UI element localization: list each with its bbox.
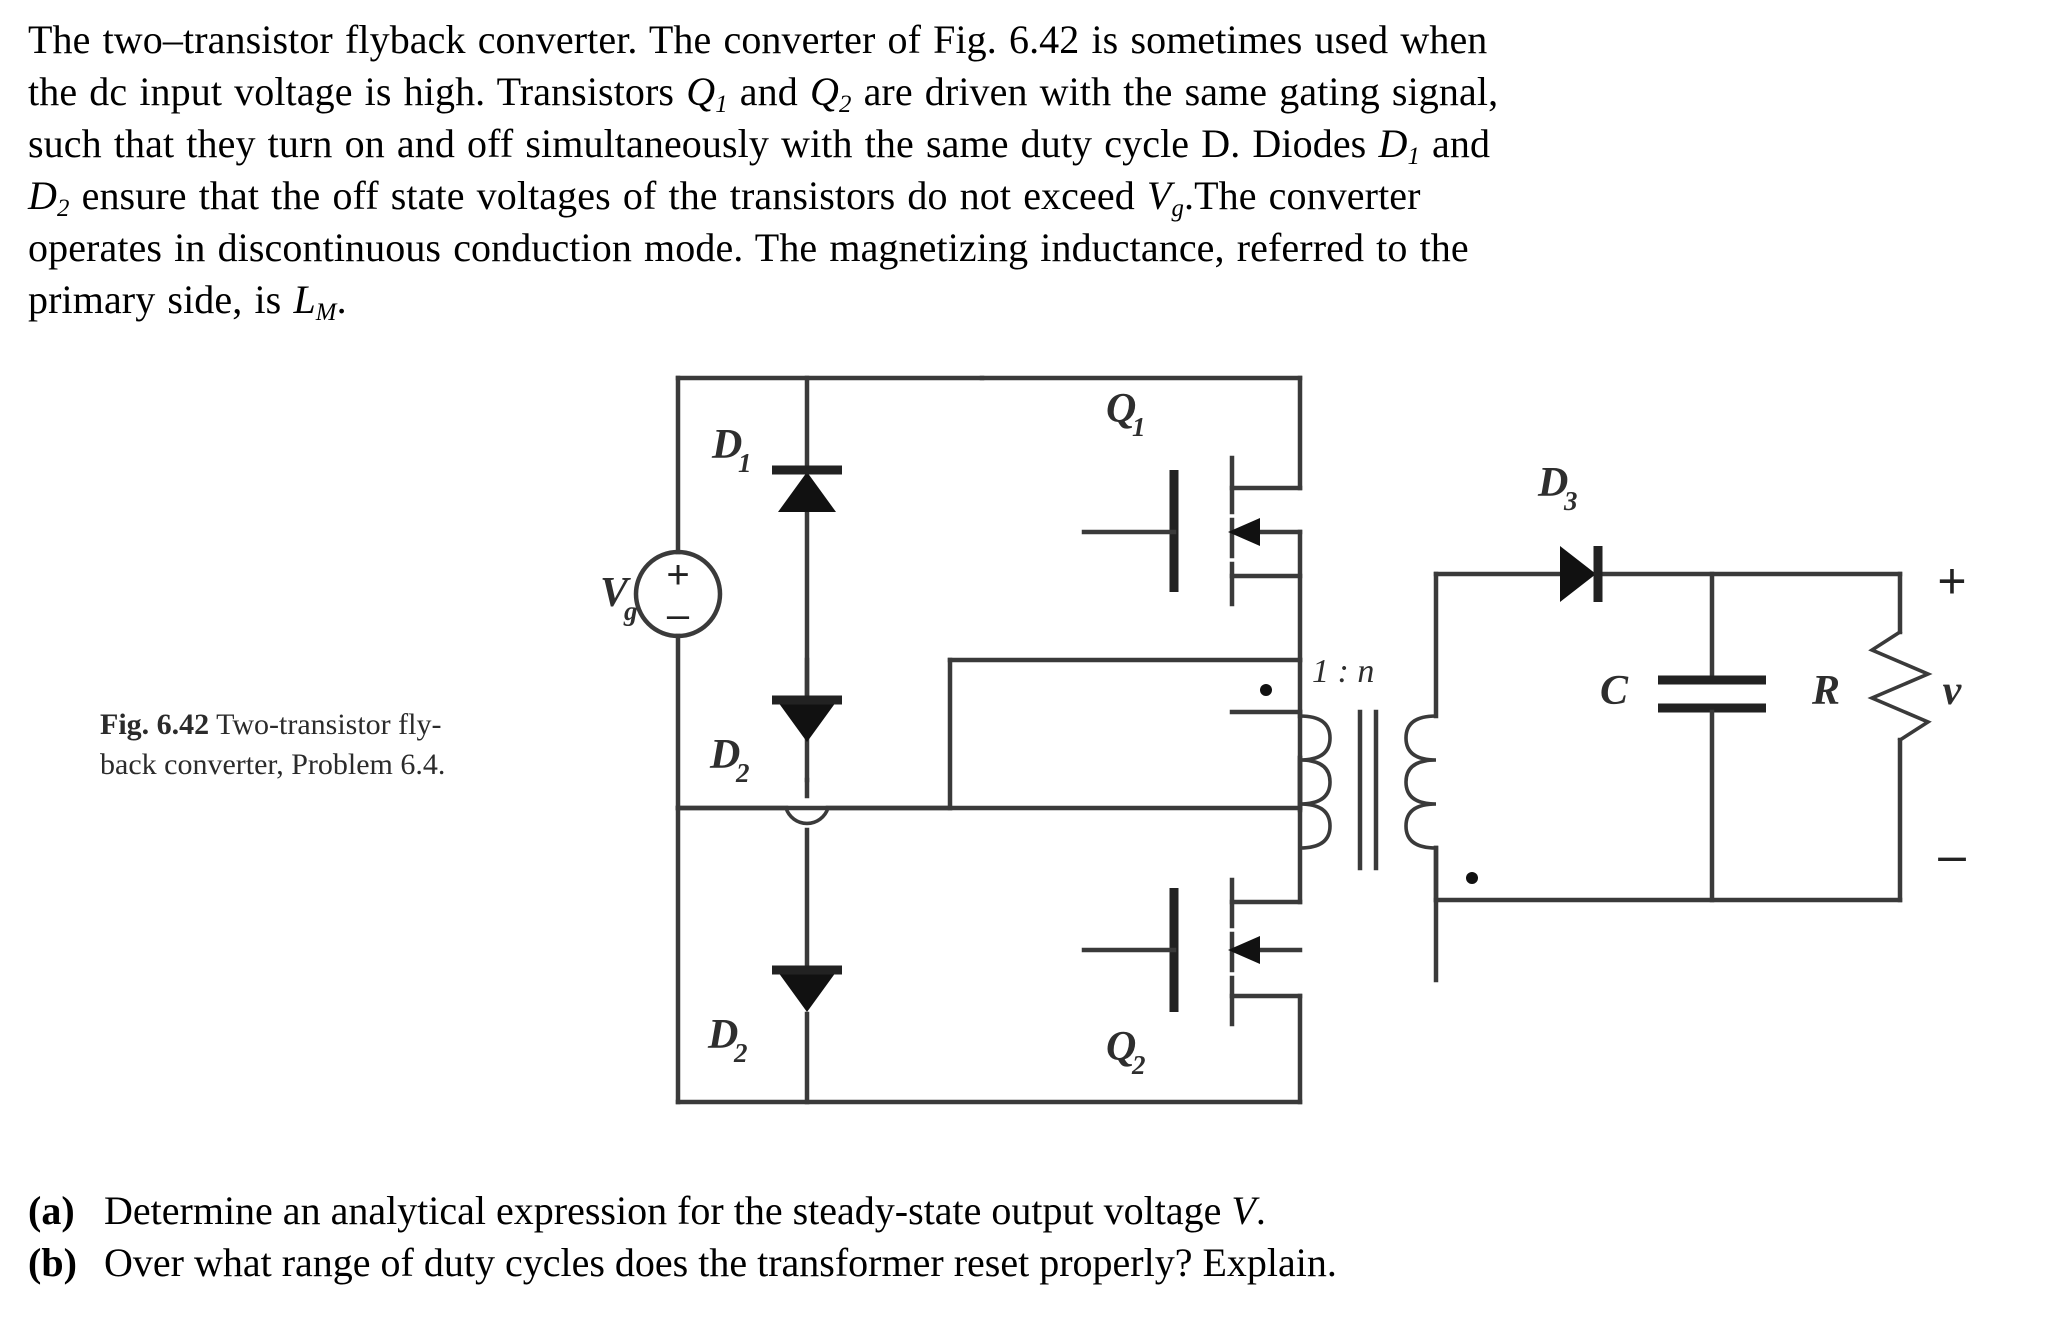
symbol-q2: Q xyxy=(809,69,839,114)
voltage-source-symbol xyxy=(633,549,723,639)
d2-lower-label-sub: 2 xyxy=(733,1038,748,1068)
source-label: V xyxy=(600,570,631,616)
xfmr-secondary-dot-icon xyxy=(1466,872,1478,884)
d2-label: D xyxy=(709,732,740,778)
question-a-text: Determine an analytical expression for t… xyxy=(104,1188,1232,1233)
q1-label-sub: 1 xyxy=(1132,412,1146,442)
symbol-d1: D xyxy=(1378,121,1408,166)
question-a-text-end: . xyxy=(1255,1188,1266,1233)
figure-caption-number: Fig. 6.42 xyxy=(100,708,210,741)
transformer-group: 1 : n xyxy=(1260,571,1478,983)
q2-label: Q xyxy=(1106,1024,1136,1070)
figure-caption-text-line2: back converter, Problem 6.4. xyxy=(100,747,446,781)
symbol-vg: V xyxy=(1146,173,1172,218)
xfmr-primary-coil-icon xyxy=(1298,714,1332,850)
circuit-schematic: .w { stroke:#3a3a3a; stroke-width:4.5; f… xyxy=(600,375,1967,1105)
xfmr-primary-dot-icon xyxy=(1260,684,1272,696)
problem-line-6: primary side, is LM. xyxy=(28,277,347,326)
d3-label: D xyxy=(1537,460,1568,506)
q1-label: Q xyxy=(1106,386,1136,432)
d1-label-sub: 1 xyxy=(738,448,752,478)
d1-label: D xyxy=(711,422,742,468)
symbol-q1-sub: 1 xyxy=(715,90,728,118)
figure-two-transistor-flyback-converter: Fig. 6.42 Two-transistor fly- back conve… xyxy=(0,360,2046,1150)
problem-line-4: D2 ensure that the off state voltages of… xyxy=(28,173,1421,222)
question-b-label: (b) xyxy=(28,1240,77,1285)
turns-ratio-label: 1 : n xyxy=(1312,653,1374,690)
d1-triangle-icon xyxy=(778,472,836,512)
question-b-text: Over what range of duty cycles does the … xyxy=(104,1240,1337,1285)
q1-arrow-icon xyxy=(1228,518,1260,546)
d3-triangle-icon xyxy=(1560,546,1596,602)
question-a: (a) Determine an analytical expression fo… xyxy=(28,1185,2018,1237)
symbol-vg-sub: g xyxy=(1171,194,1184,222)
figure-caption-text-line1: Two-transistor fly- xyxy=(209,708,442,741)
d2-group: D 2 xyxy=(707,827,842,1105)
problem-line-1: The two–transistor flyback converter. Th… xyxy=(28,17,1488,62)
resistor-zigzag-icon xyxy=(1867,629,1933,743)
q2-arrow-icon xyxy=(1228,936,1260,964)
symbol-d1-sub: 1 xyxy=(1407,142,1420,170)
problem-line-3: such that they turn on and off simultane… xyxy=(28,121,1491,170)
q2-group: Q 2 xyxy=(1081,755,1303,1105)
problem-line-2: the dc input voltage is high. Transistor… xyxy=(28,69,1499,118)
source-plus-sign: + xyxy=(666,553,689,597)
questions-list: (a) Determine an analytical expression fo… xyxy=(28,1185,2018,1289)
symbol-q1: Q xyxy=(686,69,716,114)
source-minus-sign: – xyxy=(667,593,690,637)
symbol-d2-sub: 2 xyxy=(57,194,70,222)
d2-triangle-icon xyxy=(778,702,836,742)
problem-line-5: operates in discontinuous conduction mod… xyxy=(28,225,1469,270)
output-plus-sign: + xyxy=(1937,553,1966,609)
symbol-q2-sub: 2 xyxy=(838,90,852,118)
q2-label-sub: 2 xyxy=(1131,1050,1146,1080)
source-label-sub: g xyxy=(623,596,638,626)
symbol-lm: L xyxy=(293,277,316,322)
symbol-lm-sub: M xyxy=(315,298,337,326)
question-a-label: (a) xyxy=(28,1188,75,1233)
capacitor-label: C xyxy=(1600,668,1629,714)
problem-statement: The two–transistor flyback converter. Th… xyxy=(28,14,2008,326)
d2-lower-triangle-icon xyxy=(778,972,836,1012)
resistor-label: R xyxy=(1811,668,1840,714)
d2-label-sub: 2 xyxy=(735,758,750,788)
wire-hop-arc xyxy=(783,805,831,826)
figure-caption: Fig. 6.42 Two-transistor fly- back conve… xyxy=(100,705,570,784)
xfmr-secondary-coil-icon xyxy=(1404,714,1438,850)
question-b: (b) Over what range of duty cycles does t… xyxy=(28,1237,2018,1289)
symbol-d2: D xyxy=(28,173,57,218)
output-minus-sign: – xyxy=(1938,827,1966,883)
d3-label-sub: 3 xyxy=(1563,486,1578,516)
symbol-output-v: V xyxy=(1231,1188,1256,1233)
output-voltage-label: v xyxy=(1943,668,1963,714)
d2-lower-label: D xyxy=(707,1012,738,1058)
